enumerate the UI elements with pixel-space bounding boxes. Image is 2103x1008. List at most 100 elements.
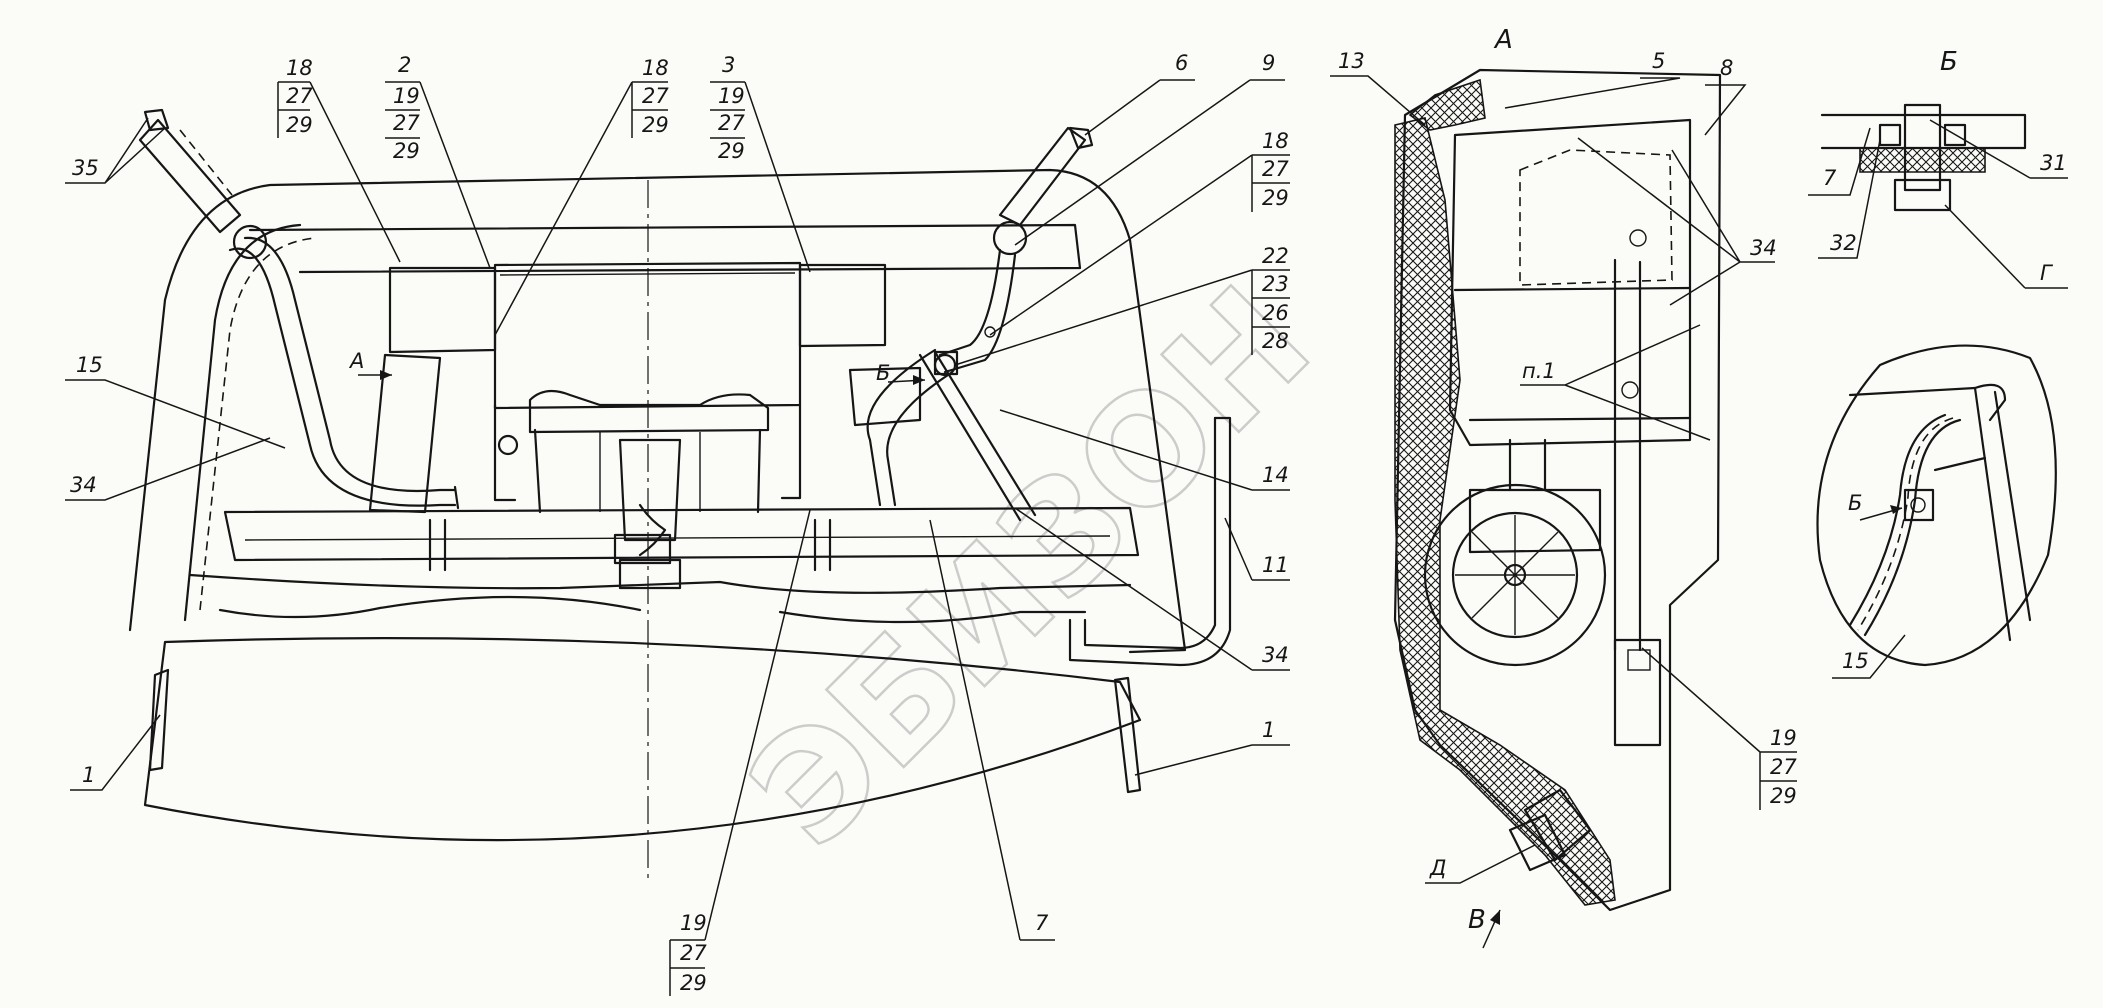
svg-text:27: 27 (1262, 157, 1289, 181)
svg-text:Б: Б (1940, 47, 1958, 77)
svg-text:18: 18 (1262, 129, 1289, 153)
arrow-view-a: А (348, 349, 392, 380)
svg-text:34: 34 (1750, 236, 1777, 260)
callout-31: 31 (1929, 119, 2068, 179)
svg-text:18: 18 (286, 56, 313, 80)
svg-text:27: 27 (680, 941, 707, 965)
svg-text:7: 7 (1035, 911, 1049, 935)
fan-wheel (1423, 483, 1607, 667)
svg-text:27: 27 (393, 111, 420, 135)
callout-9: 9 (1014, 51, 1285, 246)
svg-text:2: 2 (398, 53, 411, 77)
callout-1a: 1 (70, 714, 161, 791)
svg-text:23: 23 (1262, 272, 1289, 296)
callout-34b: 34 (65, 437, 271, 501)
callouts-main: 18 27 29 2 19 27 29 18 27 29 3 19 27 29 … (65, 51, 1290, 996)
callout-15a: 15 (65, 353, 286, 449)
svg-text:1: 1 (1262, 718, 1275, 742)
watermark: ЭБИЗОН (717, 254, 1344, 881)
svg-text:8: 8 (1720, 56, 1733, 80)
svg-text:5: 5 (1652, 49, 1665, 73)
fan-housing (528, 389, 770, 434)
svg-text:28: 28 (1262, 329, 1289, 353)
insulation (1394, 117, 1616, 906)
svg-text:Д: Д (1429, 856, 1446, 880)
main-view: А Б (128, 108, 1232, 880)
svg-text:31: 31 (2040, 151, 2067, 175)
svg-text:А: А (1493, 25, 1513, 55)
svg-text:3: 3 (722, 53, 735, 77)
svg-text:Б: Б (876, 361, 890, 385)
callout-5: 5 (1504, 49, 1681, 109)
callout-34c: 34 (1577, 137, 1777, 306)
tube-11 (1068, 416, 1232, 667)
callouts-view-a: 13 5 8 34 19 27 29 Д (1330, 49, 1797, 884)
svg-text:29: 29 (1262, 186, 1289, 210)
svg-text:ЭБИЗОН: ЭБИЗОН (719, 255, 1344, 880)
svg-text:А: А (348, 349, 364, 373)
svg-text:34: 34 (1262, 643, 1289, 667)
svg-text:26: 26 (1262, 301, 1289, 325)
svg-text:29: 29 (286, 113, 313, 137)
svg-text:19: 19 (393, 84, 420, 108)
svg-text:Б: Б (1848, 491, 1862, 515)
left-hose (243, 236, 457, 492)
svg-text:11: 11 (1262, 553, 1289, 577)
svg-text:9: 9 (1262, 51, 1275, 75)
svg-text:29: 29 (642, 113, 669, 137)
view-b: Б 7 31 32 Г (1808, 47, 2068, 289)
callout-2: 2 19 27 29 (385, 53, 491, 269)
svg-text:7: 7 (1823, 166, 1837, 190)
callout-18a: 18 27 29 (277, 56, 401, 263)
svg-text:22: 22 (1262, 244, 1289, 268)
detail-circle: Б 15 (1816, 344, 2057, 679)
callout-18b: 18 27 29 (494, 56, 669, 336)
callout-19b: 19 27 29 (1641, 647, 1797, 810)
svg-text:29: 29 (718, 139, 745, 163)
svg-text:6: 6 (1175, 51, 1188, 75)
bottom-lip (143, 636, 1142, 842)
callout-13: 13 (1330, 49, 1426, 126)
callout-7a: 7 (929, 519, 1055, 941)
callout-6: 6 (1084, 51, 1195, 136)
svg-text:Г: Г (2040, 261, 2054, 285)
dashboard-contour (128, 168, 1187, 654)
svg-text:15: 15 (76, 353, 103, 377)
svg-text:35: 35 (72, 156, 99, 180)
svg-text:п.1: п.1 (1522, 359, 1556, 383)
arrow-view-b: Б (876, 361, 926, 385)
svg-text:13: 13 (1338, 49, 1365, 73)
svg-text:27: 27 (286, 84, 313, 108)
svg-text:1: 1 (82, 763, 95, 787)
callout-8: 8 (1704, 56, 1747, 136)
svg-text:27: 27 (642, 84, 669, 108)
svg-text:32: 32 (1830, 231, 1857, 255)
svg-text:29: 29 (393, 139, 420, 163)
svg-text:В: В (1468, 905, 1486, 935)
callout-1b: 1 (1134, 718, 1290, 776)
svg-text:27: 27 (1770, 755, 1797, 779)
callout-35: 35 (65, 117, 166, 184)
svg-text:15: 15 (1842, 649, 1869, 673)
callout-19a: 19 27 29 (669, 509, 811, 996)
callout-d: Д (1425, 844, 1536, 884)
right-hose (938, 248, 1002, 357)
callout-g: Г (1944, 204, 2068, 289)
svg-text:14: 14 (1262, 463, 1289, 487)
svg-text:29: 29 (680, 971, 707, 995)
callout-3: 3 19 27 29 (710, 53, 811, 273)
callout-34a: 34 (1014, 507, 1290, 671)
svg-text:19: 19 (718, 84, 745, 108)
svg-text:34: 34 (70, 473, 97, 497)
callout-14: 14 (999, 409, 1290, 491)
svg-text:27: 27 (718, 111, 745, 135)
view-a: А В п.1 (1393, 25, 1722, 949)
svg-text:29: 29 (1770, 784, 1797, 808)
svg-text:19: 19 (680, 911, 707, 935)
callout-15b: 15 (1832, 634, 1906, 679)
svg-text:18: 18 (642, 56, 669, 80)
callout-22: 22 23 26 28 (954, 244, 1290, 366)
callout-7b: 7 (1808, 127, 1871, 196)
